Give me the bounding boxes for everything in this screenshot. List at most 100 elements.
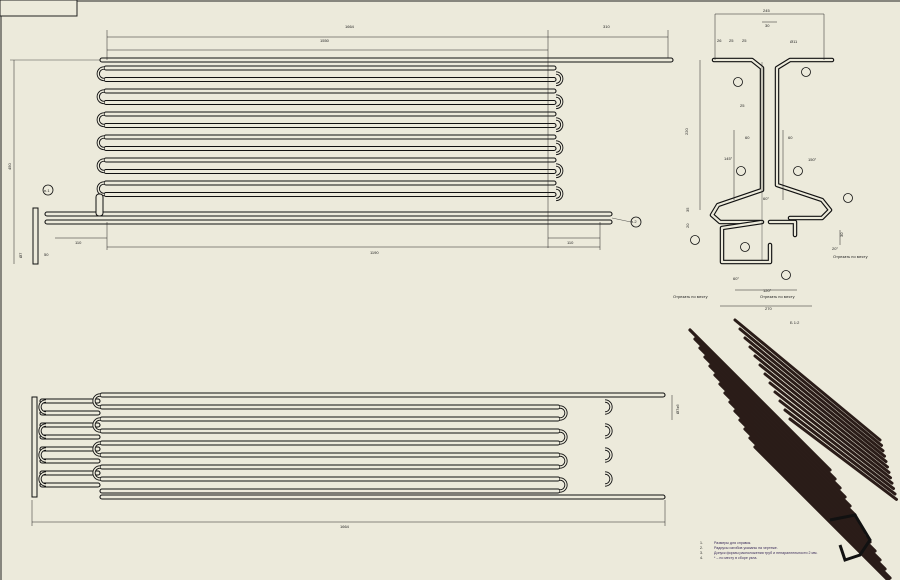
dim-right-offset: 110	[567, 240, 574, 245]
tube	[39, 482, 101, 488]
dim-base-width: 270	[765, 306, 772, 311]
iso-tube	[748, 345, 886, 458]
iso-tube	[788, 417, 898, 501]
tube	[39, 410, 101, 416]
right-coil-profile-inner	[775, 58, 834, 220]
dim-seg1: 26	[717, 38, 722, 43]
base-right-inner	[768, 220, 797, 237]
callout-n3	[740, 242, 750, 252]
dim-h1: 35	[685, 207, 690, 212]
note-cut-1: Отрезать по месту	[673, 294, 708, 299]
iso-tube	[718, 382, 862, 526]
note-text: Радиусы изгибов указаны на чертеже.	[714, 546, 778, 550]
note-cut-2: Отрезать по месту	[760, 294, 795, 299]
iso-tube	[693, 337, 837, 481]
front-view	[10, 30, 674, 265]
iso-tube	[733, 318, 882, 442]
base-loop-inner	[720, 220, 772, 264]
tube	[39, 470, 101, 476]
iso-bracket	[829, 513, 872, 562]
callout-n3	[843, 193, 853, 203]
tube	[99, 476, 561, 482]
tube-bend-inner	[39, 448, 47, 462]
tube	[103, 145, 557, 152]
note-number: 4.	[700, 556, 703, 560]
tube	[99, 440, 561, 446]
note-number: 2.	[700, 546, 703, 550]
callout-n3	[793, 166, 803, 176]
dim-top-gap: 30	[765, 23, 770, 28]
tube-bend-inner	[604, 472, 612, 486]
tube-bend-inner	[555, 72, 563, 86]
dim-seg3: 25	[742, 38, 747, 43]
dim-flange: 50	[44, 252, 49, 257]
note-text: * – по месту в сборе узла.	[714, 556, 758, 560]
tube-bend-inner	[39, 424, 47, 438]
tube	[39, 422, 101, 428]
tube-bend-inner	[97, 67, 105, 81]
tube-bend-inner	[39, 400, 47, 414]
tube	[103, 88, 557, 94]
tube	[103, 122, 557, 129]
dim-plan-length: 1664	[340, 524, 350, 529]
dim-bottom-length: 1190	[370, 250, 379, 255]
note-number: 1.	[700, 541, 703, 545]
tube	[103, 180, 557, 186]
iso-tube	[748, 436, 892, 580]
tube-bend-inner	[559, 406, 567, 420]
note-text: Размеры для справок.	[714, 541, 752, 545]
iso-tube	[703, 355, 847, 499]
iso-tube	[738, 418, 882, 562]
iso-tube	[723, 391, 867, 535]
callout-n2: n.2	[631, 219, 637, 224]
iso-tube	[783, 408, 897, 496]
tube-bend-inner	[555, 141, 563, 155]
tube	[103, 111, 557, 117]
dim-left-w: 60	[745, 135, 750, 140]
iso-tube	[753, 445, 891, 580]
dim-pipe: Ø7	[18, 252, 23, 258]
iso-tube	[743, 427, 887, 571]
dim-base2: 120°	[763, 288, 772, 293]
tube-bend-inner	[555, 118, 563, 132]
iso-tube	[778, 399, 895, 491]
tube	[99, 464, 561, 470]
callout-n3	[736, 166, 746, 176]
tube-bend-inner	[604, 424, 612, 438]
note-item: 2. Радиусы изгибов указаны на чертеже.	[700, 546, 818, 551]
callout-n3	[781, 270, 791, 280]
iso-tube	[753, 354, 888, 464]
dim-seg2: 25	[729, 38, 734, 43]
iso-tube	[708, 364, 852, 508]
tube	[103, 65, 557, 71]
side-view-dims: 245 30 26 25 25 Ø11 220 25 60 60 145° 15…	[673, 8, 868, 325]
iso-tube	[713, 373, 857, 517]
tube-bend-inner	[604, 448, 612, 462]
callout-n1: n.1	[44, 188, 50, 193]
base-right	[767, 219, 798, 238]
dim-coil-length: 1550	[320, 38, 330, 43]
tube	[44, 211, 613, 217]
tube-bend-inner	[559, 454, 567, 468]
tube-bend-inner	[555, 164, 563, 178]
riser-tube	[95, 193, 104, 217]
leader-line	[611, 217, 632, 223]
tube	[44, 219, 613, 225]
tube	[39, 446, 101, 452]
tube	[103, 99, 557, 106]
tube	[99, 452, 561, 458]
isometric-view	[688, 318, 898, 580]
tube-bend-inner	[93, 466, 101, 480]
technical-notes: 1. Размеры для справок. 2. Радиусы изгибов…	[700, 541, 818, 561]
tube-bend-inner	[93, 442, 101, 456]
dim-angle-right: 150°	[808, 157, 817, 162]
tube	[39, 434, 101, 440]
tube	[103, 76, 557, 83]
note-cut-3: Отрезать по месту	[833, 254, 868, 259]
tube	[99, 416, 561, 422]
dim-plan-pipe: Ø7x6	[675, 404, 680, 414]
callout-n3	[733, 77, 743, 87]
dim-seg4: Ø11	[790, 39, 798, 44]
tube-bend-inner	[93, 394, 101, 408]
iso-tube	[728, 400, 872, 544]
